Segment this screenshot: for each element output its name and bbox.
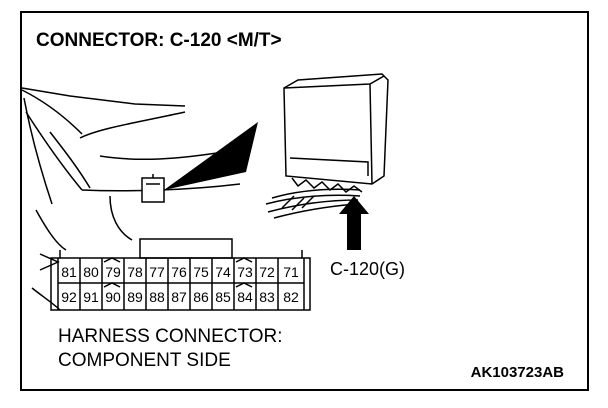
pin-number: 75	[193, 264, 209, 280]
pin-number: 92	[61, 289, 77, 305]
control-unit-illustration	[283, 73, 389, 185]
pin-number: 84	[237, 289, 253, 305]
pin-number: 82	[283, 289, 299, 305]
pin-number: 88	[149, 289, 165, 305]
pin-number: 81	[61, 264, 77, 280]
pin-row-top: 81 80 79 78 77 76 75 74 73 72 71	[61, 264, 299, 280]
pin-number: 80	[83, 264, 99, 280]
pin-number: 86	[193, 289, 209, 305]
pin-number: 90	[105, 289, 121, 305]
pin-row-bottom: 92 91 90 89 88 87 86 85 84 83 82	[61, 289, 299, 305]
pin-number: 83	[259, 289, 275, 305]
pin-number: 72	[259, 264, 275, 280]
dashboard-illustration	[21, 87, 251, 311]
caption-line-1: HARNESS CONNECTOR:	[58, 326, 283, 347]
diagram-frame	[20, 11, 589, 391]
connector-callout-label: C-120(G)	[330, 259, 405, 279]
pin-number: 85	[215, 289, 231, 305]
caption-line-2: COMPONENT SIDE	[58, 350, 231, 371]
diagram-title: CONNECTOR: C-120 <M/T>	[36, 30, 282, 51]
zoom-wedge	[164, 122, 258, 190]
pin-number: 77	[149, 264, 165, 280]
pin-number: 91	[83, 289, 99, 305]
pin-number: 89	[127, 289, 143, 305]
pin-number: 71	[283, 264, 299, 280]
pin-number: 79	[105, 264, 121, 280]
pin-number: 87	[171, 289, 187, 305]
up-arrow-icon	[339, 196, 369, 250]
connector-lock-tab	[139, 238, 233, 259]
pin-number: 78	[127, 264, 143, 280]
figure-id: AK103723AB	[471, 364, 565, 381]
dash-connector-icon	[141, 174, 165, 203]
connector-face	[50, 238, 311, 311]
pin-number: 76	[171, 264, 187, 280]
pin-number: 73	[237, 264, 253, 280]
pin-number: 74	[215, 264, 231, 280]
